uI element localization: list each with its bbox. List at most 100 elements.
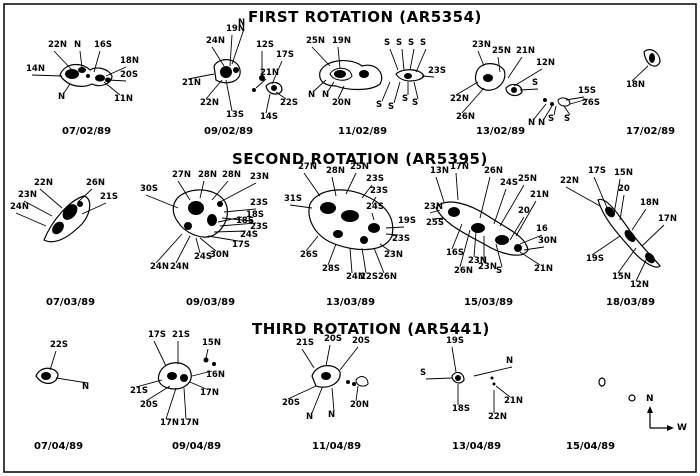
spot-label-r2p2-0: 27N <box>172 170 191 180</box>
spot-label-r1p2-9: 14S <box>260 112 278 122</box>
spot-label-r3p2-3: 16N <box>206 370 225 380</box>
leader-line-r2p3-5 <box>289 204 313 209</box>
spot-label-r2p1-3: 24N <box>10 202 29 212</box>
leader-line-r2p5-0 <box>565 186 601 207</box>
spot-label-r1p3-9: 20N <box>332 98 351 108</box>
spot-label-r1p2-3: 21N <box>182 78 201 88</box>
leader-line-r1p2-0 <box>229 34 233 67</box>
r1-group-5 <box>643 49 661 67</box>
leader-line-r1p2-8 <box>225 79 233 112</box>
leader-line-r2p3-3 <box>361 184 373 199</box>
compass-arrows <box>647 406 674 431</box>
spot-label-r3p2-6: 17N <box>160 418 179 428</box>
r1-group-1 <box>59 64 113 87</box>
spot-label-r1p2-8: 13S <box>226 110 244 120</box>
spot-label-r3p3-5: N <box>328 410 336 420</box>
leader-line-r3p3-4 <box>311 387 323 414</box>
spot-label-r1p4-12: S <box>564 114 571 124</box>
compass-west: W <box>677 423 687 433</box>
spot-label-r3p4-4: 21N <box>504 396 523 406</box>
spot-label-r3p1-0: 22S <box>50 340 68 350</box>
spot-label-r2p5-1: 17S <box>588 166 606 176</box>
spot-label-r2p3-4: 23S <box>370 186 388 196</box>
r1-group-2 <box>213 59 283 95</box>
spot-label-r2p3-12: 22S <box>360 272 378 282</box>
spot-label-r1p1-4: 14N <box>26 64 45 74</box>
date-r2-3: 13/03/89 <box>326 297 376 308</box>
leader-line-r1p4-6 <box>455 81 479 96</box>
leader-line-r1p3-8 <box>327 81 335 92</box>
date-r3-4: 13/04/89 <box>452 441 502 452</box>
spot-label-r1p3-0: 25N <box>306 36 325 46</box>
leader-line-r1p4-4 <box>519 88 539 91</box>
spot-label-r1p4-9: S <box>548 114 555 124</box>
spot-label-r2p4-7: 23N <box>424 202 443 212</box>
spot-label-r2p3-14: 23N <box>384 250 403 260</box>
leader-line-r3p2-2 <box>205 348 209 359</box>
leader-line-r2p2-0 <box>177 180 191 201</box>
spot-label-r2p3-13: 26N <box>378 272 397 282</box>
spot-label-r3p3-3: 20S <box>282 398 300 408</box>
spot-label-r1p1-5: 20S <box>120 70 138 80</box>
leader-line-r3p2-3 <box>191 370 213 377</box>
spot-label-r2p3-6: 24S <box>366 202 384 212</box>
leader-line-r2p4-14 <box>459 229 471 268</box>
leader-line-r2p4-5 <box>515 200 537 237</box>
spot-label-r2p1-4: 21S <box>100 192 118 202</box>
spot-label-r2p4-14: 26N <box>454 266 473 276</box>
r3-group-1 <box>35 367 59 384</box>
leader-line-r2p2-4 <box>145 194 179 209</box>
spot-label-r1p3-5: S <box>420 38 427 48</box>
spot-label-r1p3-6: 23S <box>428 66 446 76</box>
spot-label-r1p2-5: 17S <box>276 50 294 60</box>
leader-line-r1p2-6 <box>255 78 267 89</box>
spot-label-r3p4-3: 18S <box>452 404 470 414</box>
spot-label-r3p4-1: N <box>506 356 514 366</box>
spot-label-r3p2-5: 20S <box>140 400 158 410</box>
leader-line-r2p5-3 <box>619 194 625 221</box>
spot-label-r1p3-7: N <box>308 90 316 100</box>
leader-line-r2p2-6 <box>221 217 253 222</box>
date-r3-3: 11/04/89 <box>312 441 362 452</box>
spot-label-r3p2-7: 17N <box>180 418 199 428</box>
spot-label-r2p4-12: 23N <box>468 256 487 266</box>
spot-label-r1p2-7: 22N <box>200 98 219 108</box>
rotation-title-2: SECOND ROTATION (AR5395) <box>232 150 488 168</box>
leader-line-r2p4-7 <box>429 209 441 214</box>
spot-label-r1p2-6: 21N <box>260 68 279 78</box>
leader-lines <box>15 28 665 420</box>
leader-line-r2p3-4 <box>371 196 377 205</box>
leader-line-r2p3-1 <box>331 176 337 197</box>
leader-line-r1p1-0 <box>53 50 73 71</box>
r3-group-3 <box>311 365 369 388</box>
leader-line-r2p3-7 <box>385 226 405 229</box>
spot-label-r1p4-4: S <box>532 78 539 88</box>
leader-line-r1p2-1 <box>211 46 225 67</box>
spot-label-r2p2-14: 24S <box>194 252 212 262</box>
leader-line-r2p4-0 <box>435 176 445 203</box>
spot-label-r2p5-7: 15N <box>612 272 631 282</box>
spot-label-r2p3-11: 24N <box>346 272 365 282</box>
leader-line-r2p4-16 <box>519 251 541 266</box>
date-r1-4: 13/02/89 <box>476 126 526 137</box>
leader-line-r1p4-1 <box>497 56 501 73</box>
r3-group-4 <box>451 371 496 386</box>
spot-label-r1p4-7: 26N <box>456 112 475 122</box>
leader-line-r3p4-4 <box>495 385 511 398</box>
leader-line-r2p3-14 <box>379 243 391 252</box>
leader-line-r1p3-9 <box>337 85 345 100</box>
rotation-title-3: THIRD ROTATION (AR5441) <box>252 320 490 338</box>
leader-line-r2p4-4 <box>493 188 507 225</box>
spot-label-r3p3-2: 20S <box>352 336 370 346</box>
leader-line-r2p4-2 <box>479 176 491 219</box>
spot-label-r2p1-0: 22N <box>34 178 53 188</box>
leader-line-r2p4-9 <box>519 234 543 245</box>
spot-label-r2p4-0: 13N <box>430 166 449 176</box>
leader-line-r2p3-13 <box>373 247 385 274</box>
leader-line-r3p1-0 <box>49 350 57 371</box>
spot-label-r3p3-4: N <box>306 412 314 422</box>
leader-line-r2p2-12 <box>155 233 183 264</box>
leader-line-r1p3-7 <box>313 79 327 92</box>
date-r1-1: 07/02/89 <box>62 126 112 137</box>
spot-label-r3p2-4: 21S <box>130 386 148 396</box>
